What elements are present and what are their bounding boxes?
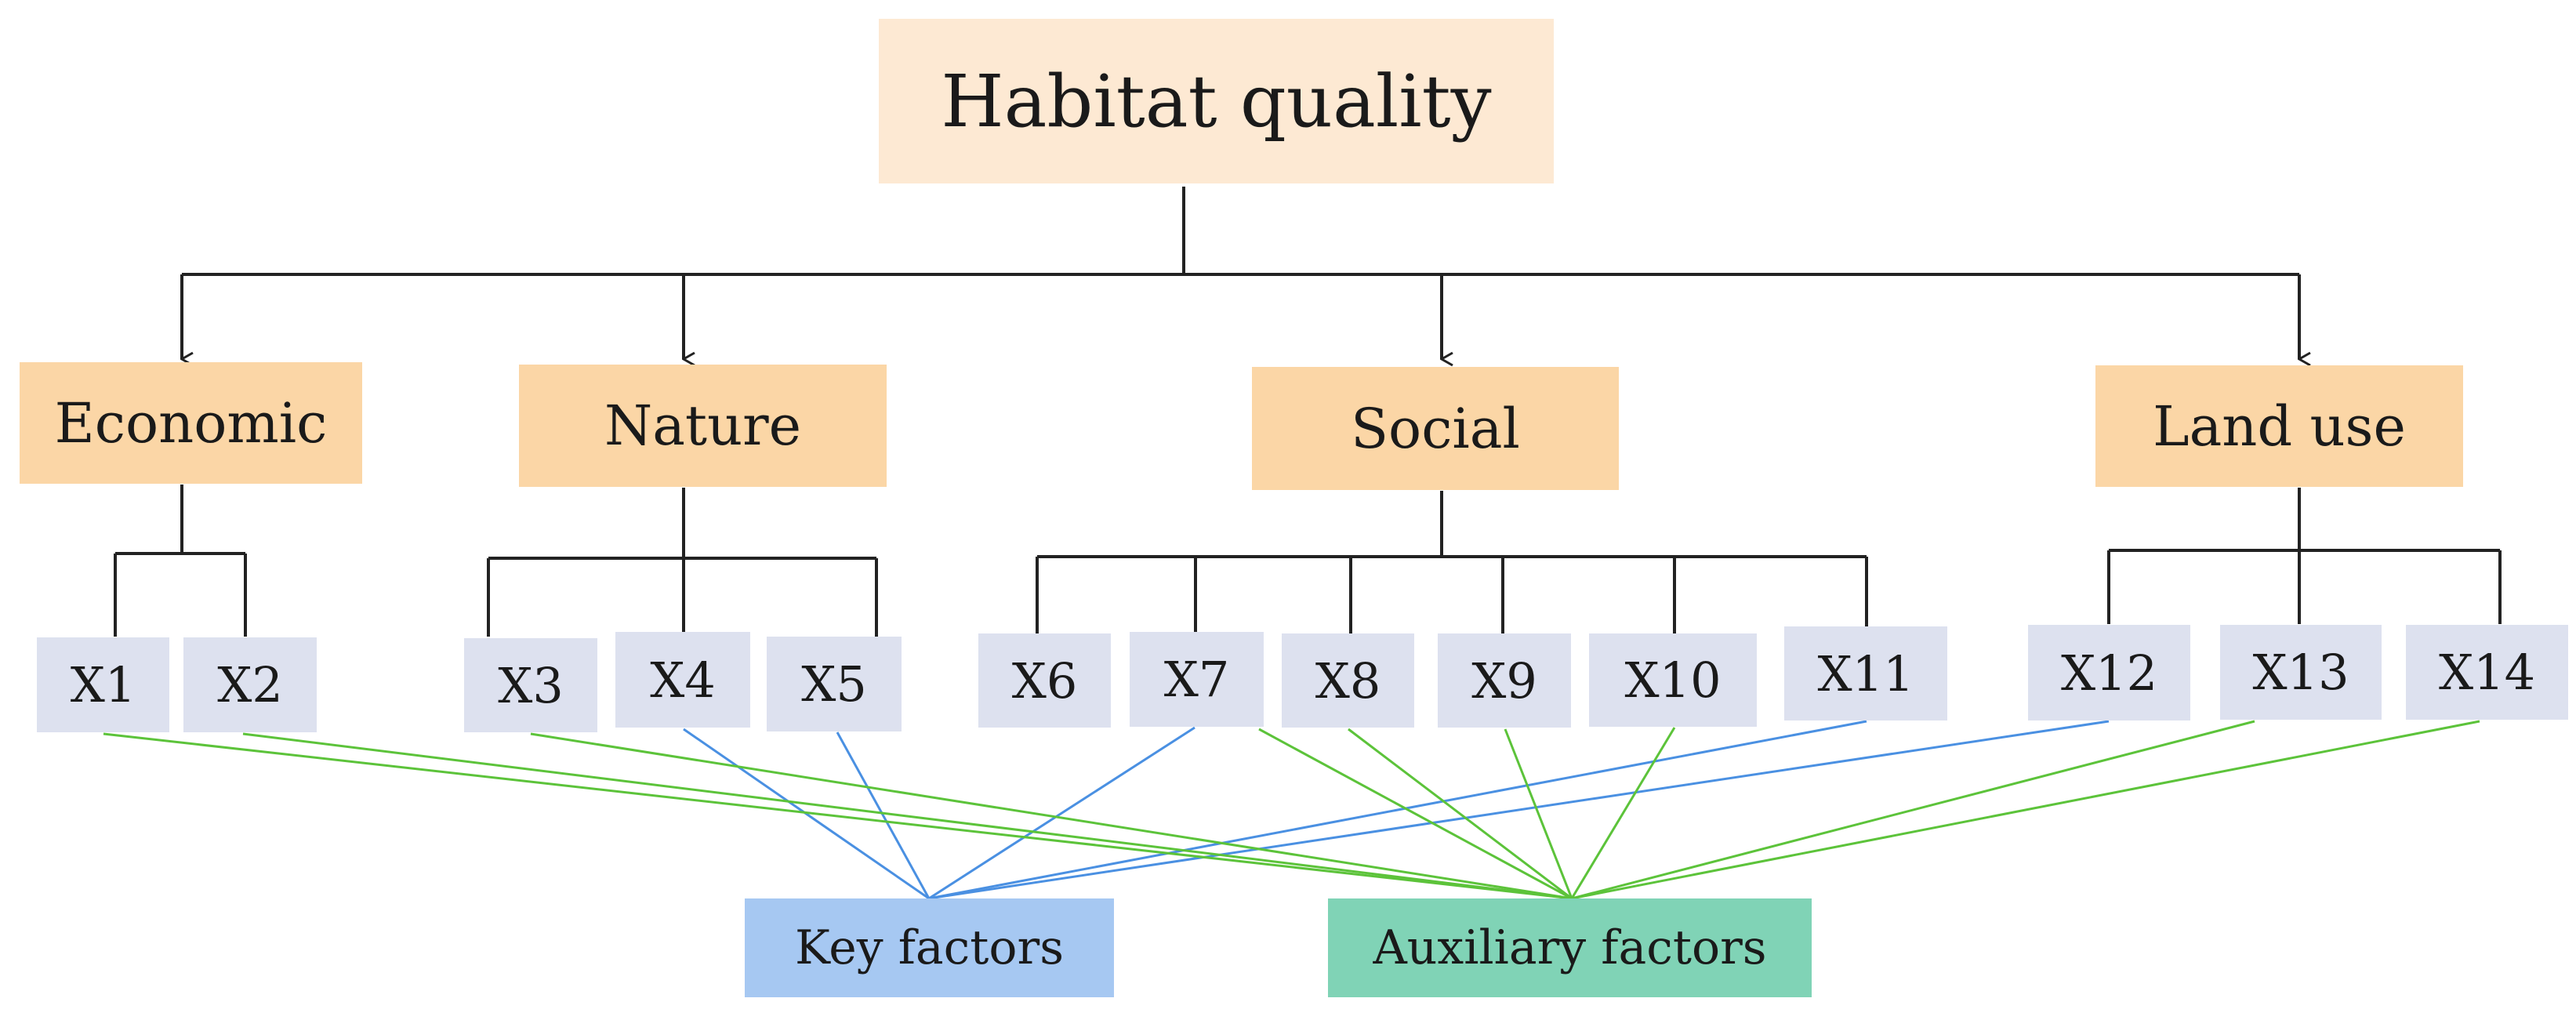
factor-x5: X5 bbox=[767, 637, 902, 731]
root-node-habitat-quality: Habitat quality bbox=[879, 19, 1554, 183]
category-land-use: Land use bbox=[2095, 365, 2463, 487]
factor-label: X2 bbox=[217, 656, 283, 713]
factor-label: X8 bbox=[1315, 652, 1381, 710]
factor-x6: X6 bbox=[978, 633, 1111, 728]
factor-label: X6 bbox=[1011, 652, 1078, 710]
category-label: Social bbox=[1351, 396, 1520, 461]
aux-factor-links bbox=[103, 720, 2480, 900]
key-factors-label: Key factors bbox=[795, 920, 1064, 975]
auxiliary-factors-label: Auxiliary factors bbox=[1373, 920, 1767, 975]
factor-label: X4 bbox=[650, 651, 716, 709]
factor-x11: X11 bbox=[1784, 626, 1947, 721]
factor-x9: X9 bbox=[1438, 633, 1571, 728]
category-arrows bbox=[180, 274, 2299, 359]
factor-x7: X7 bbox=[1130, 632, 1264, 727]
factor-label: X13 bbox=[2252, 644, 2349, 701]
category-label: Nature bbox=[604, 394, 802, 458]
factor-label: X7 bbox=[1163, 651, 1230, 708]
key-factor-links bbox=[683, 720, 2110, 900]
factor-x2: X2 bbox=[183, 637, 317, 732]
factor-label: X1 bbox=[70, 656, 136, 713]
factor-x4: X4 bbox=[615, 632, 750, 728]
factor-x13: X13 bbox=[2220, 625, 2382, 720]
key-factors-box: Key factors bbox=[745, 898, 1114, 997]
factor-x1: X1 bbox=[37, 637, 169, 732]
factor-label: X12 bbox=[2060, 644, 2158, 702]
factor-x3: X3 bbox=[464, 638, 597, 732]
factor-label: X11 bbox=[1817, 644, 1914, 702]
root-label: Habitat quality bbox=[941, 59, 1492, 143]
factor-label: X10 bbox=[1624, 652, 1722, 709]
factor-label: X3 bbox=[498, 656, 564, 714]
factor-label: X14 bbox=[2438, 644, 2536, 701]
root-tree-lines bbox=[182, 187, 2299, 276]
factor-x10: X10 bbox=[1589, 633, 1757, 727]
factor-x8: X8 bbox=[1282, 633, 1414, 728]
factor-tree-lines bbox=[114, 485, 2502, 637]
category-economic: Economic bbox=[20, 362, 362, 484]
category-label: Land use bbox=[2153, 394, 2406, 459]
factor-x14: X14 bbox=[2406, 625, 2568, 720]
category-social: Social bbox=[1252, 367, 1619, 490]
auxiliary-factors-box: Auxiliary factors bbox=[1328, 898, 1812, 997]
category-label: Economic bbox=[54, 390, 328, 456]
factor-x12: X12 bbox=[2028, 625, 2190, 721]
category-nature: Nature bbox=[519, 365, 887, 487]
factor-label: X9 bbox=[1471, 652, 1537, 710]
factor-label: X5 bbox=[801, 655, 867, 713]
